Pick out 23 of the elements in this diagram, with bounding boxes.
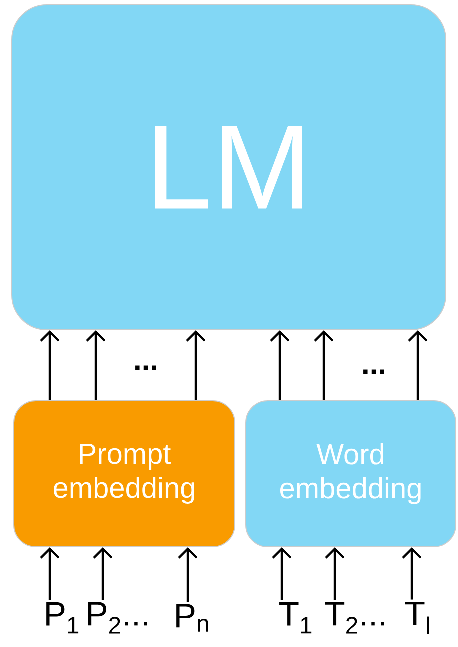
arrow xyxy=(270,330,290,400)
arrow xyxy=(178,548,198,602)
arrow xyxy=(325,548,345,600)
arrow xyxy=(314,330,334,400)
lm-box: LM xyxy=(12,4,446,330)
arrow xyxy=(408,330,428,400)
arrow xyxy=(40,548,60,600)
ellipsis: ... xyxy=(364,370,384,374)
input-token: T$_{2}$... xyxy=(325,602,384,634)
arrow xyxy=(272,548,292,600)
arrow xyxy=(93,548,113,600)
input-token: T$_{l}$ xyxy=(406,602,430,634)
arrow xyxy=(86,330,106,400)
input-token: P$_{n}$ xyxy=(176,604,208,632)
input-token: P$_{1}$ xyxy=(46,602,79,634)
arrow xyxy=(40,330,60,400)
input-token: P$_{2}$... xyxy=(88,602,148,634)
input-token: T$_{1}$ xyxy=(280,602,312,634)
arrow xyxy=(402,548,422,600)
ellipsis: ... xyxy=(136,366,156,370)
arrow xyxy=(186,330,206,400)
process-box: Prompt embedding xyxy=(14,400,236,548)
process-box: Word embedding xyxy=(246,400,456,548)
